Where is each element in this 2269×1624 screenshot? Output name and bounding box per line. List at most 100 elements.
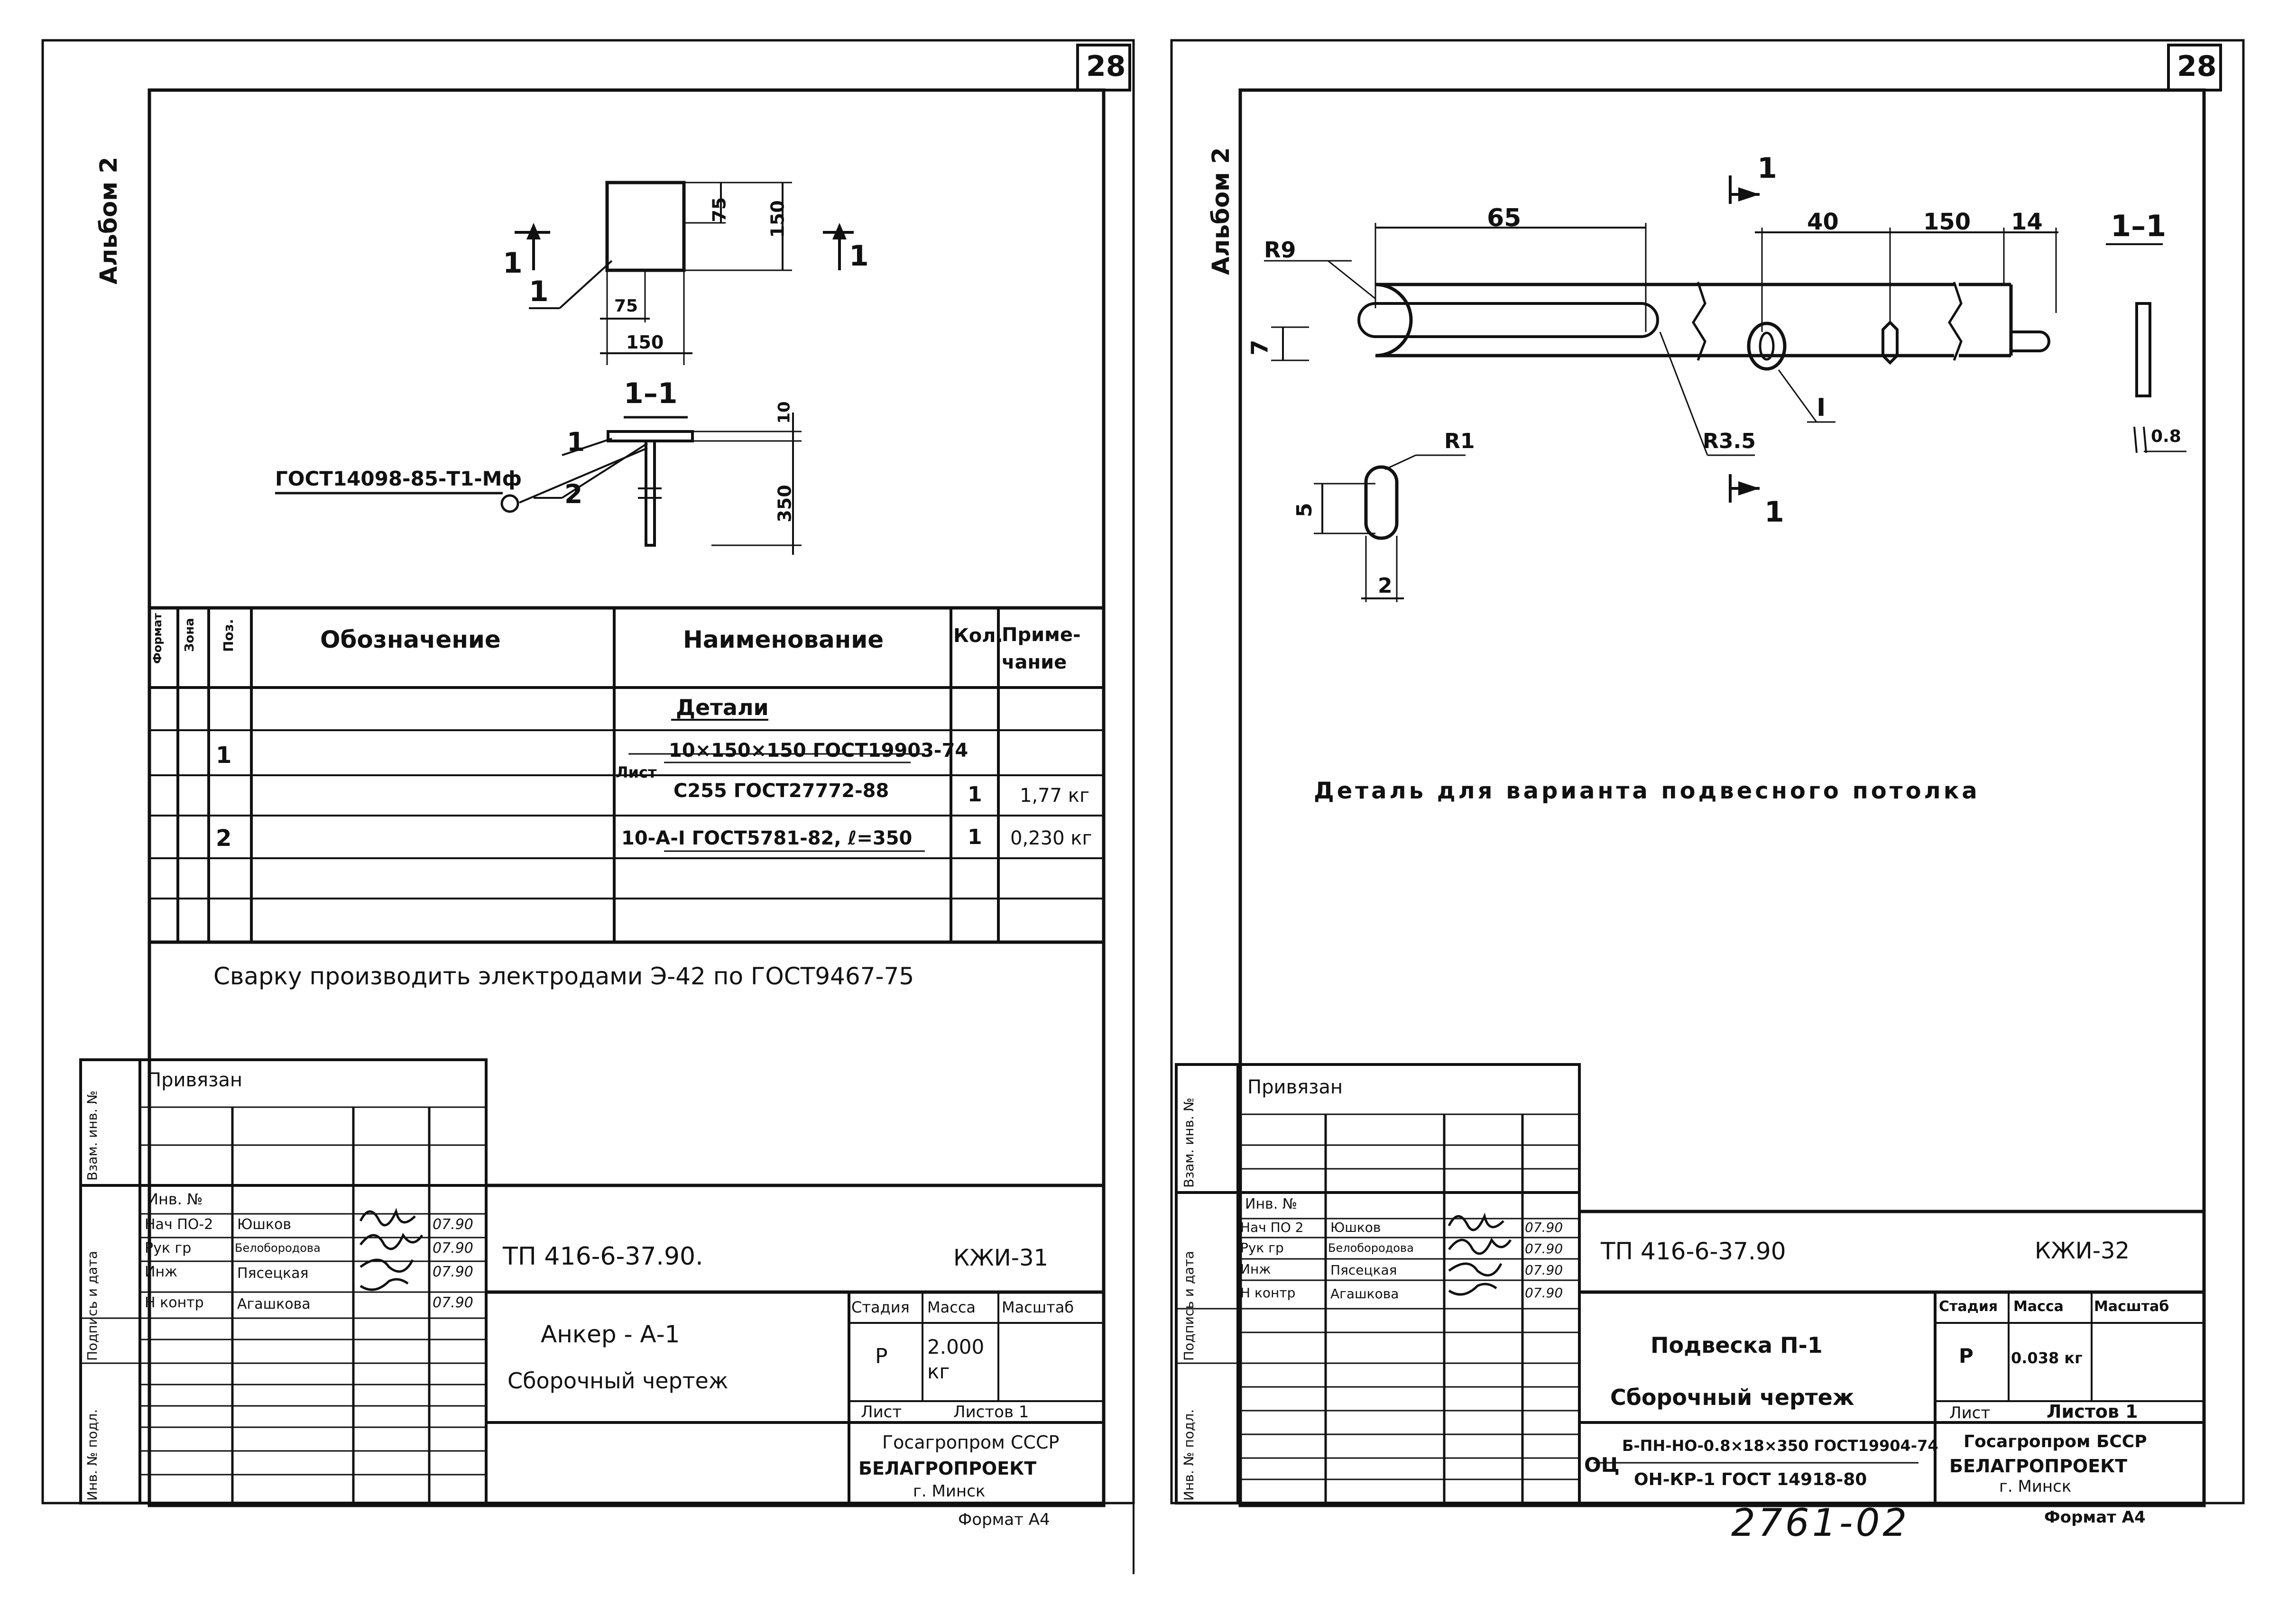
round-hole [1747,321,1787,371]
right-org-2: БЕЛАГРОПРОЕКТ [1949,1456,2128,1477]
right-role-3: Н контр [1240,1285,1296,1301]
left-inv-podl: Инв. № подл. [84,1409,100,1501]
right-date-1: 07.90 [1525,1241,1563,1257]
dim-2: 2 [1378,574,1393,598]
right-date-0: 07.90 [1525,1220,1563,1235]
right-podpis-data: Подпись и дата [1181,1251,1197,1361]
right-album-label: Альбом 2 [1207,147,1235,275]
right-org-1: Госагропром БССР [1964,1432,2147,1451]
left-date-0: 07.90 [433,1216,473,1233]
right-name-1: Белобородова [1328,1241,1414,1255]
right-format: Формат А4 [2044,1508,2146,1527]
row1-pos: 1 [216,742,232,769]
left-sheet-number: 28 [1086,50,1126,83]
left-pos-label-1a: 1 [529,275,549,308]
dim-65: 65 [1487,204,1522,232]
left-pos-label-1b: 1 [567,427,585,457]
right-material-2: ОН-КР-1 ГОСТ 14918-80 [1634,1470,1867,1489]
r35-label: R3.5 [1703,429,1756,453]
r1-label: R1 [1444,429,1475,453]
left-org-2: БЕЛАГРОПРОЕКТ [858,1458,1037,1479]
right-stage-header: Стадия [1939,1298,1998,1315]
col-pos: Поз. [221,619,236,652]
left-stage-header: Стадия [851,1298,910,1316]
dim-5: 5 [1292,503,1317,517]
bar-section [645,440,656,547]
left-title-1: Анкер - А-1 [541,1321,680,1348]
right-inner-frame [1238,88,2206,1507]
right-cut-marker-bottom: 1 [1764,495,1784,529]
right-material-prefix: ОЦ [1584,1453,1620,1477]
col-zone: Зона [183,618,197,652]
row1-note: 1,77 кг [1020,785,1089,807]
right-section-label: 1–1 [2111,209,2167,243]
dim-7: 7 [1246,339,1273,356]
right-name-0: Юшков [1330,1220,1381,1235]
right-title-1: Подвеска П-1 [1651,1332,1823,1358]
detail-caption: Деталь для варианта подвесного потолка [1314,778,1980,804]
r9-label: R9 [1264,237,1296,263]
left-role-0: Нач ПО-2 [145,1216,213,1233]
pos-marker-I: I [1817,394,1826,422]
left-dim-150-side: 150 [767,200,788,238]
left-dim-75-top: 75 [709,197,730,222]
left-org-3: г. Минск [913,1482,986,1501]
left-signatures [359,1208,424,1291]
right-role-1: Рук гр [1240,1240,1284,1256]
left-privyazan: Привязан [147,1069,243,1091]
right-signatures [1448,1212,1512,1296]
section-title-details: Детали [676,695,769,720]
dim-150: 150 [1923,209,1971,235]
left-album-label: Альбом 2 [95,156,122,284]
left-mass-header: Масса [927,1298,976,1316]
right-role-0: Нач ПО 2 [1240,1220,1304,1235]
row2-pos: 2 [216,825,232,852]
row1-line2: С255 ГОСТ27772-88 [673,780,889,802]
row2-name: 10-А-I ГОСТ5781-82, ℓ=350 [621,827,913,849]
left-inv-n: Инв. № [147,1190,203,1208]
dim-40: 40 [1807,209,1839,235]
left-dim-10: 10 [775,401,794,424]
col-qty: Кол. [953,625,1003,647]
right-name-3: Агашкова [1330,1286,1399,1302]
left-name-0: Юшков [237,1216,291,1233]
left-dim-75-bottom: 75 [614,296,638,316]
left-role-3: Н контр [145,1294,204,1311]
right-stage-value: Р [1959,1344,1974,1367]
inventory-number: 2761-02 [1731,1501,1910,1545]
right-sheet-code: КЖИ-32 [2035,1238,2130,1264]
right-scale-header: Масштаб [2094,1298,2169,1315]
left-format: Формат А4 [958,1510,1050,1529]
right-name-2: Пясецкая [1330,1262,1397,1278]
right-listov: Листов 1 [2047,1401,2138,1422]
weld-symbol: ГОСТ14098-85-Т1-Мф [275,467,522,490]
row2-qty: 1 [968,825,982,849]
section-strip [2135,302,2151,397]
right-mass-value: 0.038 кг [2011,1349,2083,1367]
left-cut-marker-right: 1 [849,239,869,273]
left-dim-150-bottom: 150 [626,332,664,353]
dim-14: 14 [2011,209,2043,235]
left-name-3: Агашкова [237,1296,311,1312]
right-outer-border [1170,39,2245,1505]
right-mass-header: Масса [2013,1298,2064,1315]
left-vzam-inv: Взам. инв. № [84,1090,100,1181]
hanger-slot [1375,283,1413,358]
left-name-1: Белобородова [235,1241,321,1255]
welding-note: Сварку производить электродами Э-42 по Г… [213,963,914,990]
row1-prefix: Лист [616,763,657,781]
right-date-2: 07.90 [1525,1262,1563,1278]
left-stage-value: Р [875,1344,888,1368]
left-outer-border [41,39,1135,1505]
left-org-1: Госагропром СССР [882,1432,1060,1453]
left-scale-header: Масштаб [1002,1298,1074,1316]
right-list-header: Лист [1949,1404,1991,1422]
left-section-label: 1–1 [624,377,678,410]
left-sheet-code: КЖИ-31 [953,1245,1049,1271]
right-doc-code: ТП 416-6-37.90 [1601,1238,1786,1265]
right-vzam-inv: Взам. инв. № [1181,1097,1197,1188]
left-title-2: Сборочный чертеж [507,1368,729,1394]
right-role-2: Инж [1240,1261,1271,1277]
left-role-2: Инж [145,1264,178,1280]
